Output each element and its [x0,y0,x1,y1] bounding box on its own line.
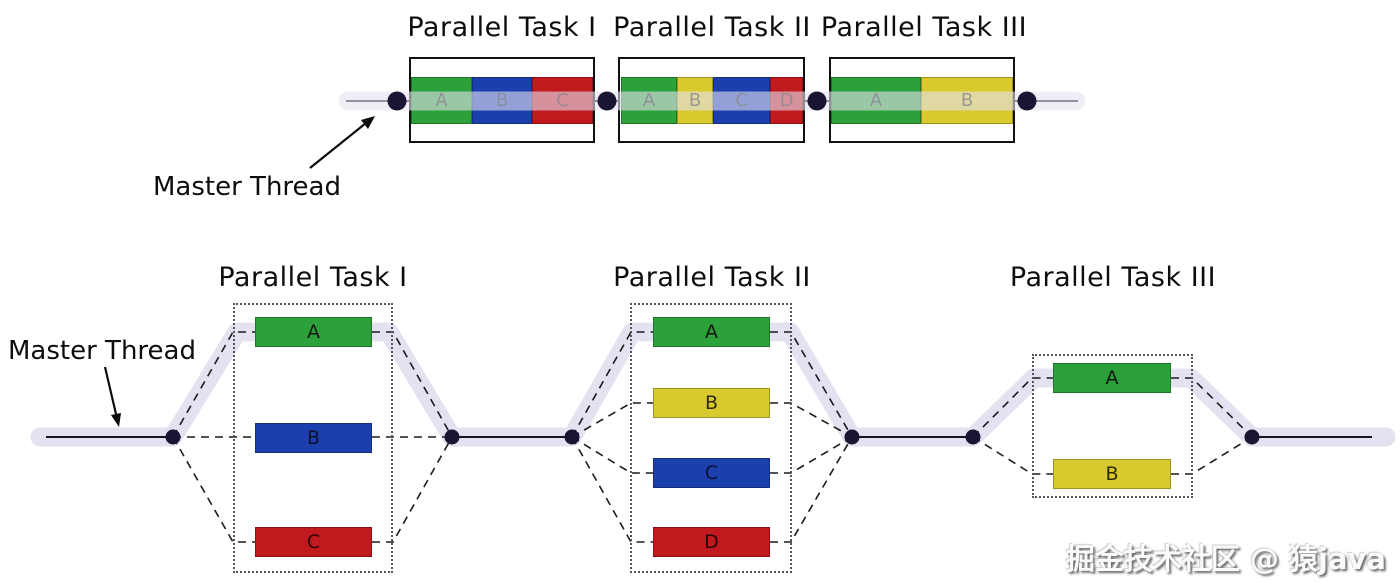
top-master-arrow [309,122,367,169]
task-bar-label: A [705,321,718,343]
segment-c: C [532,77,593,124]
segment-c: C [713,77,770,124]
task-bar-a: A [653,317,770,347]
bottom-master-thread-label: Master Thread [8,336,196,366]
fork-dot [564,429,580,445]
segment-d: D [770,77,803,124]
watermark: 掘金技术社区 @ 猿java [1065,542,1386,576]
task-bar-label: A [1105,367,1119,389]
segment-label: C [735,90,748,111]
top-task-title-1: Parallel Task I [407,12,597,43]
task-bar-d: D [653,527,770,557]
task-bar-label: C [306,531,321,553]
fork-join-dot [387,91,407,111]
task-bar-c: C [255,527,372,557]
task-bar-label: D [704,531,719,553]
segment-a: A [621,77,677,124]
bottom-task-title-1: Parallel Task I [218,262,408,293]
task-bar-label: B [704,392,719,414]
top-task-title-2: Parallel Task II [613,12,811,43]
segment-b: B [472,77,532,124]
segment-label: A [869,90,883,111]
join-dot [844,429,860,445]
segment-a: A [411,77,472,124]
fork-join-dot [1017,91,1037,111]
segment-label: C [556,90,569,111]
segment-label: B [688,90,702,111]
join-dot [1244,429,1260,445]
segment-label: B [495,90,509,111]
segment-label: D [779,90,794,111]
fork-join-dot [597,91,617,111]
bottom-master-arrow [103,366,118,415]
top-master-thread-label: Master Thread [153,172,341,202]
fork-dot [965,429,981,445]
task-bar-label: A [307,321,320,343]
fork-dot [165,429,181,445]
task-bar-label: B [1105,463,1119,485]
segment-a: A [831,77,921,124]
task-bar-label: B [306,427,321,449]
segment-label: A [642,90,656,111]
task-bar-b: B [653,388,770,418]
segment-label: A [435,90,448,111]
task-bar-b: B [255,423,372,453]
task-bar-a: A [255,317,372,347]
fork-join-dot [807,91,827,111]
top-master-arrowhead [361,116,375,129]
parallel-region-1 [233,303,393,573]
segment-label: B [960,90,974,111]
bottom-master-arrowhead [111,413,121,427]
task-bar-label: C [704,462,719,484]
parallel-region-2 [630,303,792,573]
task-bar-a: A [1053,363,1171,393]
bottom-task-title-2: Parallel Task II [613,262,811,293]
task-bar-b: B [1053,459,1171,489]
segment-b: B [921,77,1013,124]
parallel-region-3 [1032,354,1193,498]
top-task-title-3: Parallel Task III [820,12,1028,43]
segment-b: B [677,77,713,124]
bottom-task-title-3: Parallel Task III [1009,262,1217,293]
join-dot [444,429,460,445]
task-bar-c: C [653,458,770,488]
